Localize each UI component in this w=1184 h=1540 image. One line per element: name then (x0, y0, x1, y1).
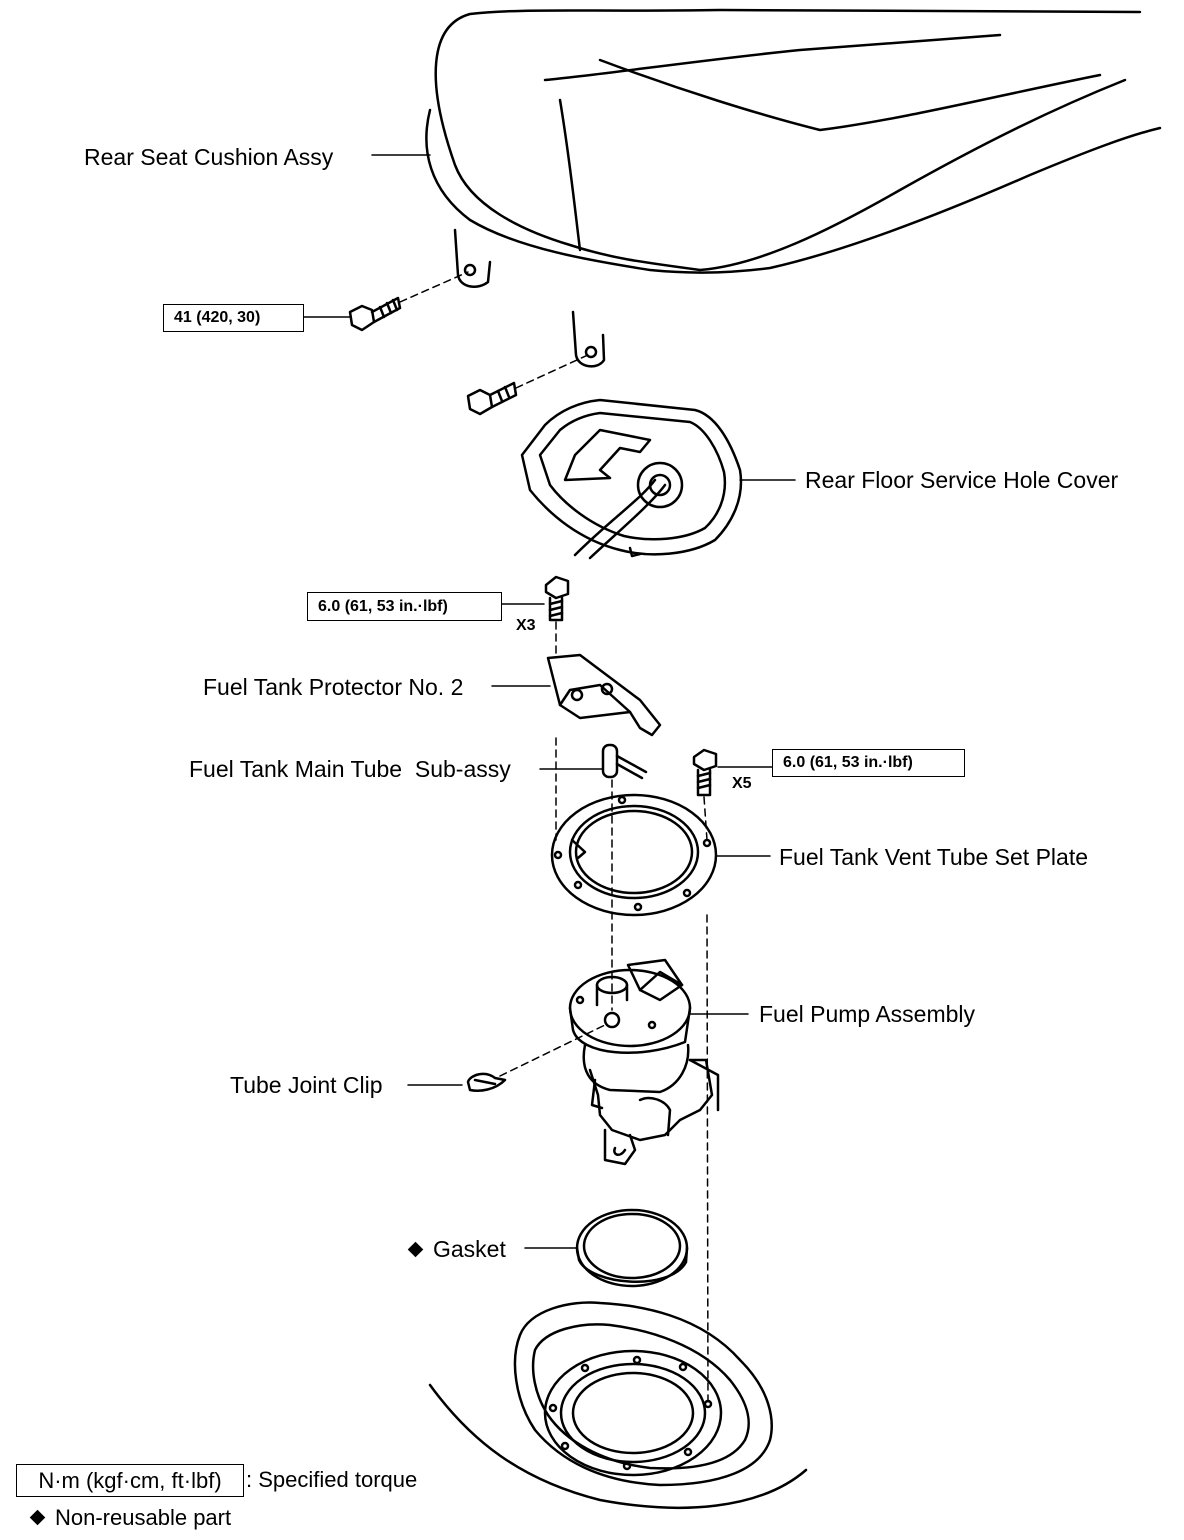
torque-box-plate-bolt: 6.0 (61, 53 in.·lbf) (772, 749, 965, 777)
label-fuel-tank-protector: Fuel Tank Protector No. 2 (203, 674, 464, 700)
label-gasket: Gasket (407, 1236, 506, 1262)
vent-plate-drawing (550, 793, 718, 917)
nonreusable-diamond-icon (407, 1241, 424, 1258)
seat-bolt-drawing (348, 296, 518, 416)
legend-torque-unit-box: N·m (kgf·cm, ft·lbf) (16, 1464, 244, 1497)
rear-seat-cushion-drawing (425, 8, 1162, 368)
label-vent-plate: Fuel Tank Vent Tube Set Plate (779, 844, 1089, 870)
fuel-pump-drawing (568, 958, 720, 1166)
legend-nonreusable: Non-reusable part (29, 1505, 232, 1530)
torque-box-seat-bolt: 41 (420, 30) (163, 304, 304, 332)
label-fuel-pump-assembly: Fuel Pump Assembly (759, 1001, 976, 1027)
torque-box-protector-bolt: 6.0 (61, 53 in.·lbf) (307, 592, 502, 621)
fuel-tank-top-drawing (428, 1301, 808, 1510)
protector-bolt-drawing (544, 575, 570, 622)
gasket-text: Gasket (433, 1236, 506, 1262)
gasket-drawing (575, 1208, 689, 1288)
label-tube-joint-clip: Tube Joint Clip (230, 1072, 383, 1098)
rear-floor-cover-drawing (520, 398, 743, 560)
label-rear-seat-cushion: Rear Seat Cushion Assy (84, 144, 334, 170)
legend-torque-text: : Specified torque (246, 1467, 418, 1492)
legend-nonreusable-text: Non-reusable part (55, 1505, 232, 1530)
nonreusable-legend-diamond-icon (29, 1509, 46, 1526)
tube-clip-drawing (466, 1072, 507, 1092)
label-main-tube: Fuel Tank Main Tube Sub-assy (189, 756, 511, 782)
fuel-tank-protector-drawing (546, 653, 662, 737)
label-rear-floor-cover: Rear Floor Service Hole Cover (805, 467, 1119, 493)
plate-bolt-drawing (692, 748, 718, 797)
leader-lines (303, 154, 796, 1249)
quantity-protector-bolt: X3 (516, 617, 536, 634)
quantity-plate-bolt: X5 (732, 775, 752, 792)
main-tube-drawing (601, 743, 648, 780)
